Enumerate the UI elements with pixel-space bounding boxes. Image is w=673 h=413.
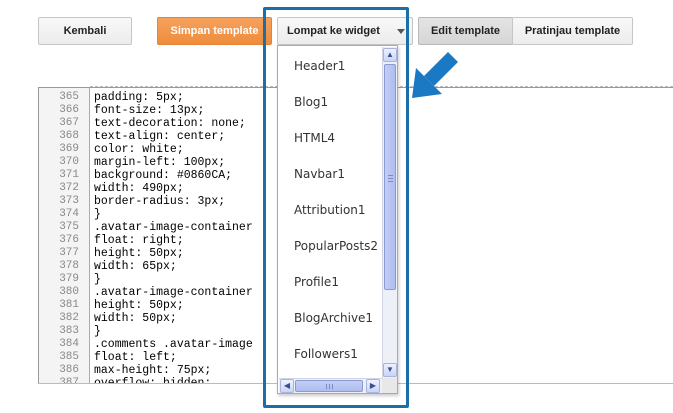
jump-to-widget-label: Lompat ke widget	[287, 25, 380, 37]
line-number: 373	[59, 195, 79, 207]
code-line[interactable]: font-size: 13px;	[94, 104, 205, 117]
line-number: 380	[59, 286, 79, 298]
code-line[interactable]: text-decoration: none;	[94, 117, 246, 130]
line-number: 375	[59, 221, 79, 233]
back-button[interactable]: Kembali	[38, 17, 132, 45]
scroll-up-icon[interactable]: ▲	[383, 48, 397, 62]
widget-option[interactable]: Attribution1	[294, 203, 366, 217]
scrollbar-thumb[interactable]	[384, 64, 396, 290]
line-number: 383	[59, 325, 79, 337]
widget-option[interactable]: Header1	[294, 59, 346, 73]
scroll-right-icon[interactable]: ▶	[366, 379, 380, 393]
widget-option[interactable]: BlogArchive1	[294, 311, 374, 325]
code-line[interactable]: height: 50px;	[94, 247, 184, 260]
line-number: 384	[59, 338, 79, 350]
widget-option[interactable]: Blog1	[294, 95, 329, 109]
widget-option[interactable]: Profile1	[294, 275, 339, 289]
code-line[interactable]: float: right;	[94, 234, 184, 247]
line-number: 369	[59, 143, 79, 155]
horizontal-scrollbar[interactable]: ◀ ▶	[279, 378, 382, 393]
horizontal-scrollbar-thumb[interactable]	[295, 380, 363, 392]
jump-to-widget-button[interactable]: Lompat ke widget	[277, 17, 413, 45]
chevron-down-icon	[397, 29, 405, 34]
arrow-pointer-icon	[412, 52, 458, 98]
code-line[interactable]: background: #0860CA;	[94, 169, 233, 182]
widget-option[interactable]: PopularPosts2	[294, 239, 378, 253]
code-line[interactable]: text-align: center;	[94, 130, 226, 143]
line-number: 365	[59, 91, 79, 103]
code-line[interactable]: }	[94, 208, 101, 221]
line-number: 379	[59, 273, 79, 285]
code-line[interactable]: height: 50px;	[94, 299, 184, 312]
code-line[interactable]: float: left;	[94, 351, 177, 364]
code-line[interactable]: width: 65px;	[94, 260, 177, 273]
line-number: 382	[59, 312, 79, 324]
line-number: 367	[59, 117, 79, 129]
vertical-scrollbar[interactable]: ▲ ▼	[382, 47, 397, 378]
line-number: 371	[59, 169, 79, 181]
line-number: 386	[59, 364, 79, 376]
preview-template-button[interactable]: Pratinjau template	[512, 17, 633, 45]
line-number: 372	[59, 182, 79, 194]
widget-option[interactable]: HTML4	[294, 131, 336, 145]
line-number: 370	[59, 156, 79, 168]
code-line[interactable]: }	[94, 273, 101, 286]
line-number: 385	[59, 351, 79, 363]
code-line[interactable]: .avatar-image-container	[94, 221, 253, 234]
code-line[interactable]: padding: 5px;	[94, 91, 184, 104]
widget-option[interactable]: Followers1	[294, 347, 358, 361]
code-line[interactable]: width: 490px;	[94, 182, 184, 195]
line-number: 366	[59, 104, 79, 116]
line-number: 368	[59, 130, 79, 142]
line-number: 387	[59, 377, 79, 384]
code-line[interactable]: color: white;	[94, 143, 184, 156]
line-number: 374	[59, 208, 79, 220]
line-number: 376	[59, 234, 79, 246]
code-line[interactable]: max-height: 75px;	[94, 364, 212, 377]
scroll-down-icon[interactable]: ▼	[383, 363, 397, 377]
line-number: 381	[59, 299, 79, 311]
line-number-gutter	[39, 88, 90, 383]
code-line[interactable]: }	[94, 325, 101, 338]
save-template-button[interactable]: Simpan template	[157, 17, 272, 45]
code-line[interactable]: margin-left: 100px;	[94, 156, 226, 169]
line-number: 377	[59, 247, 79, 259]
edit-template-button[interactable]: Edit template	[418, 17, 513, 45]
code-line[interactable]: border-radius: 3px;	[94, 195, 226, 208]
code-line[interactable]: overflow: hidden;	[94, 377, 212, 384]
line-number: 378	[59, 260, 79, 272]
widget-option[interactable]: Navbar1	[294, 167, 345, 181]
code-line[interactable]: .avatar-image-container	[94, 286, 253, 299]
code-line[interactable]: .comments .avatar-image	[94, 338, 253, 351]
scroll-left-icon[interactable]: ◀	[280, 379, 294, 393]
scrollbar-corner	[382, 378, 397, 393]
code-line[interactable]: width: 50px;	[94, 312, 177, 325]
